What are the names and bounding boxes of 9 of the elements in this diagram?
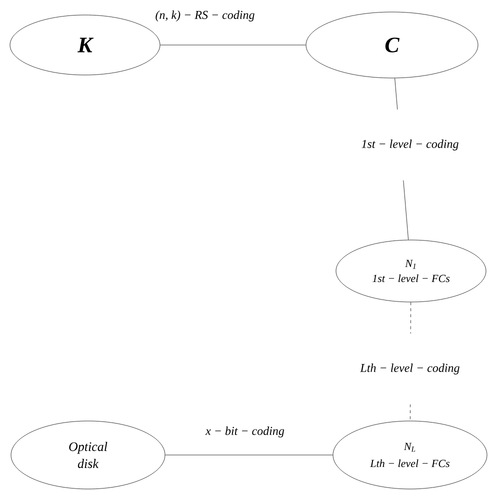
ellipse-node: N$_{L}$ Lth − level − FCs [332, 420, 488, 490]
ellipse-node: N$_{1}$ 1st − level − FCs [336, 240, 486, 302]
edge-label: Lth − level − coding [356, 334, 464, 404]
edge-label: 1st − level − coding [357, 110, 463, 180]
edge-label: x − bit − coding [204, 424, 286, 440]
connector-line [160, 44, 306, 46]
ellipse-node: C [306, 12, 478, 78]
connector-line [165, 454, 333, 456]
ellipse-node: Optical disk [10, 420, 166, 490]
